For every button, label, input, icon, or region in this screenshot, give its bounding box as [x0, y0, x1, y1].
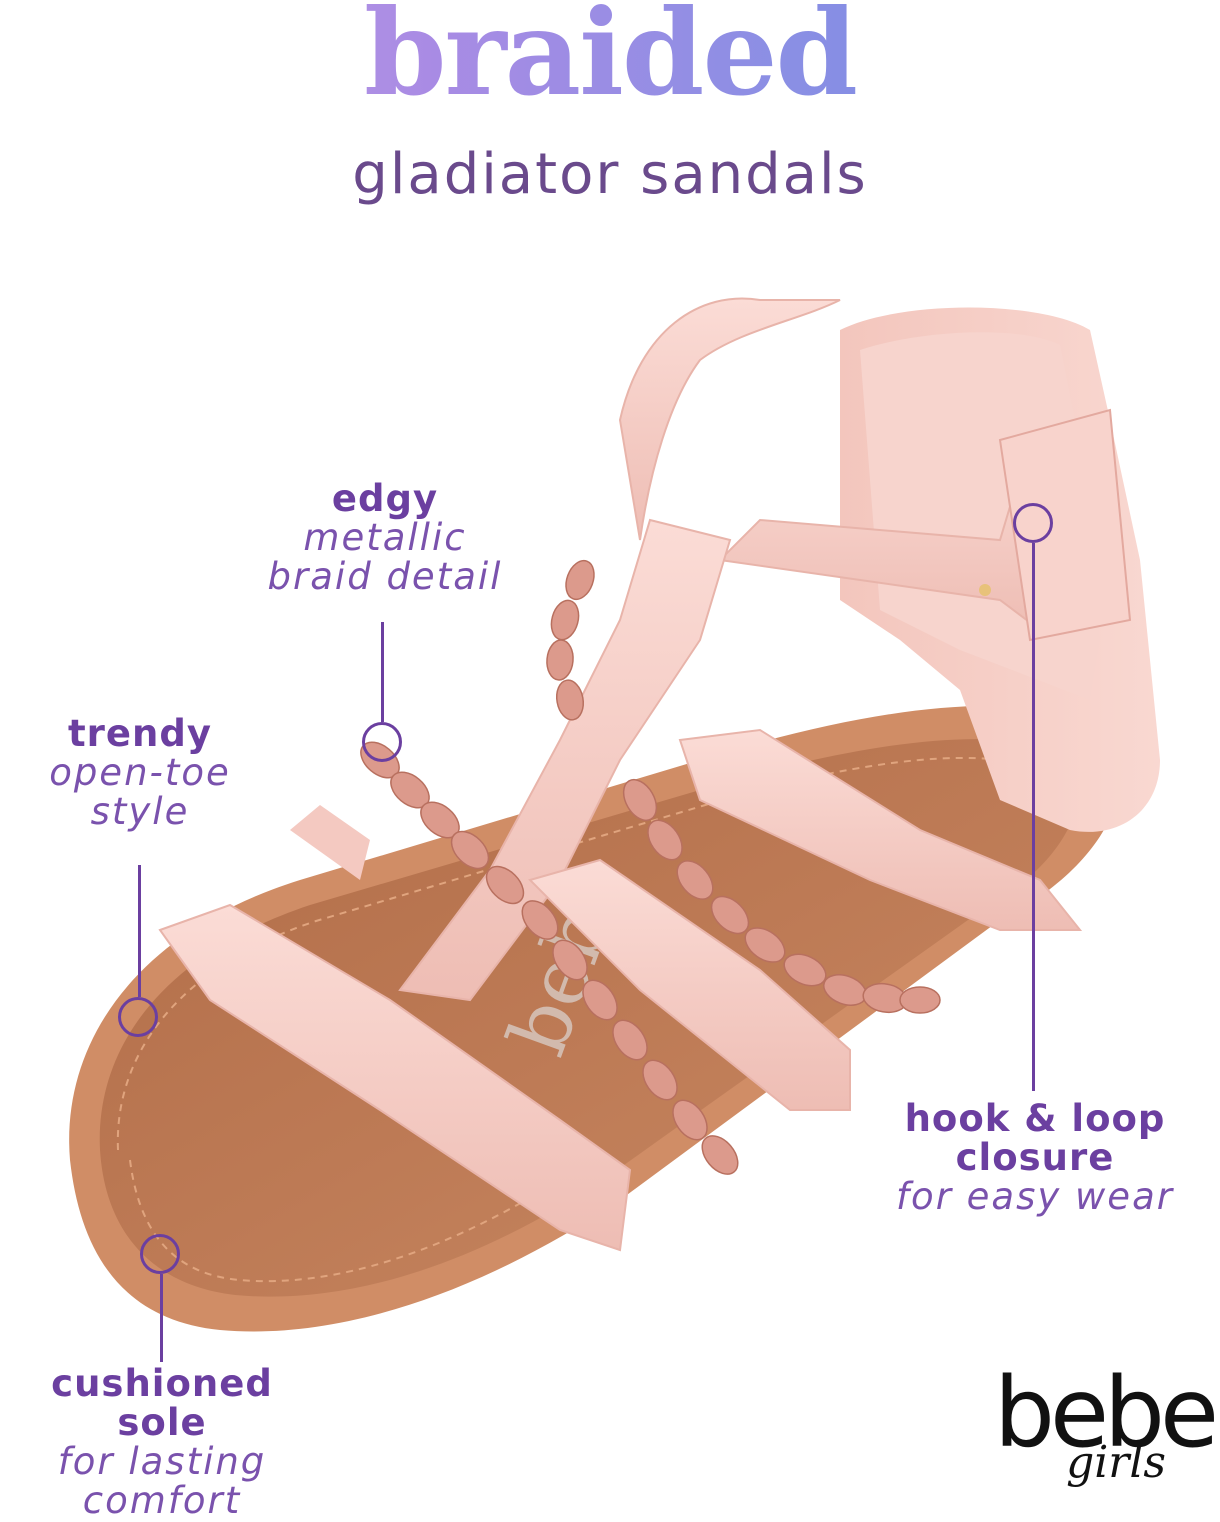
callout-edgy-marker: [362, 722, 402, 762]
logo-subbrand: girls: [1066, 1437, 1166, 1488]
product-subtitle: gladiator sandals: [352, 142, 868, 207]
toe-strap-front: [158, 903, 632, 1252]
callout-edgy-title: edgy: [331, 477, 439, 520]
logo-wordmark: bebe: [994, 1357, 1219, 1469]
callout-trendy-line: [138, 865, 141, 997]
callout-edgy-line1: metallic: [303, 515, 467, 559]
callout-closure-line1: for easy wear: [896, 1174, 1174, 1218]
callout-edgy-line2: braid detail: [267, 554, 503, 598]
metallic-braids: [360, 559, 941, 1175]
footbed: [99, 739, 1079, 1297]
callout-sole-marker: [140, 1234, 180, 1274]
strap-middle-2: [678, 728, 1083, 931]
callout-sole-title: cushioned sole: [51, 1362, 273, 1444]
callout-closure-marker: [1013, 503, 1053, 543]
callout-trendy-line1: open-toe: [49, 750, 231, 794]
callout-sole-line2: comfort: [82, 1478, 242, 1522]
callout-trendy-title: trendy: [68, 712, 212, 755]
callout-closure-line: [1032, 543, 1035, 1091]
callout-trendy: trendy open-toe style: [0, 712, 280, 833]
callout-edgy-line: [381, 622, 384, 722]
callout-sole-line: [160, 1274, 163, 1362]
callout-sole: cushioned sole for lasting comfort: [0, 1362, 324, 1522]
callout-closure: hook & loop closure for easy wear: [870, 1097, 1200, 1218]
bebe-girls-logo: bebe girls: [914, 1357, 1219, 1500]
strap-middle-1: [528, 858, 851, 1111]
callout-closure-title2: closure: [955, 1135, 1115, 1179]
callout-edgy: edgy metallic braid detail: [230, 477, 540, 598]
callout-trendy-line2: style: [90, 789, 190, 833]
callout-sole-line1: for lasting: [57, 1439, 267, 1483]
callout-trendy-marker: [118, 997, 158, 1037]
callout-closure-title1: hook & loop: [904, 1097, 1166, 1140]
product-title: braided: [0, 0, 1220, 112]
